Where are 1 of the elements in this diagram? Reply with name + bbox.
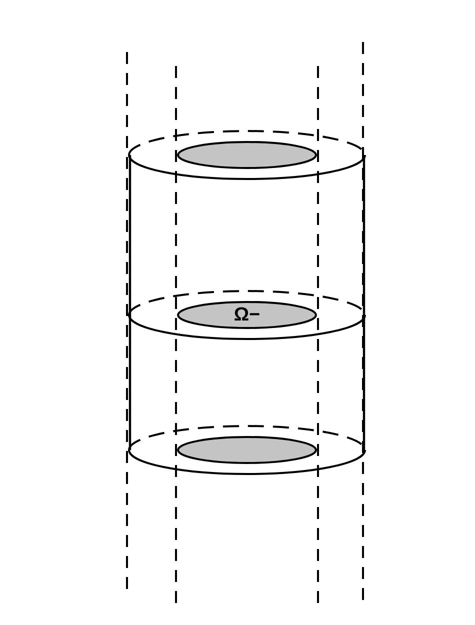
region-label: Ω− bbox=[234, 306, 260, 324]
